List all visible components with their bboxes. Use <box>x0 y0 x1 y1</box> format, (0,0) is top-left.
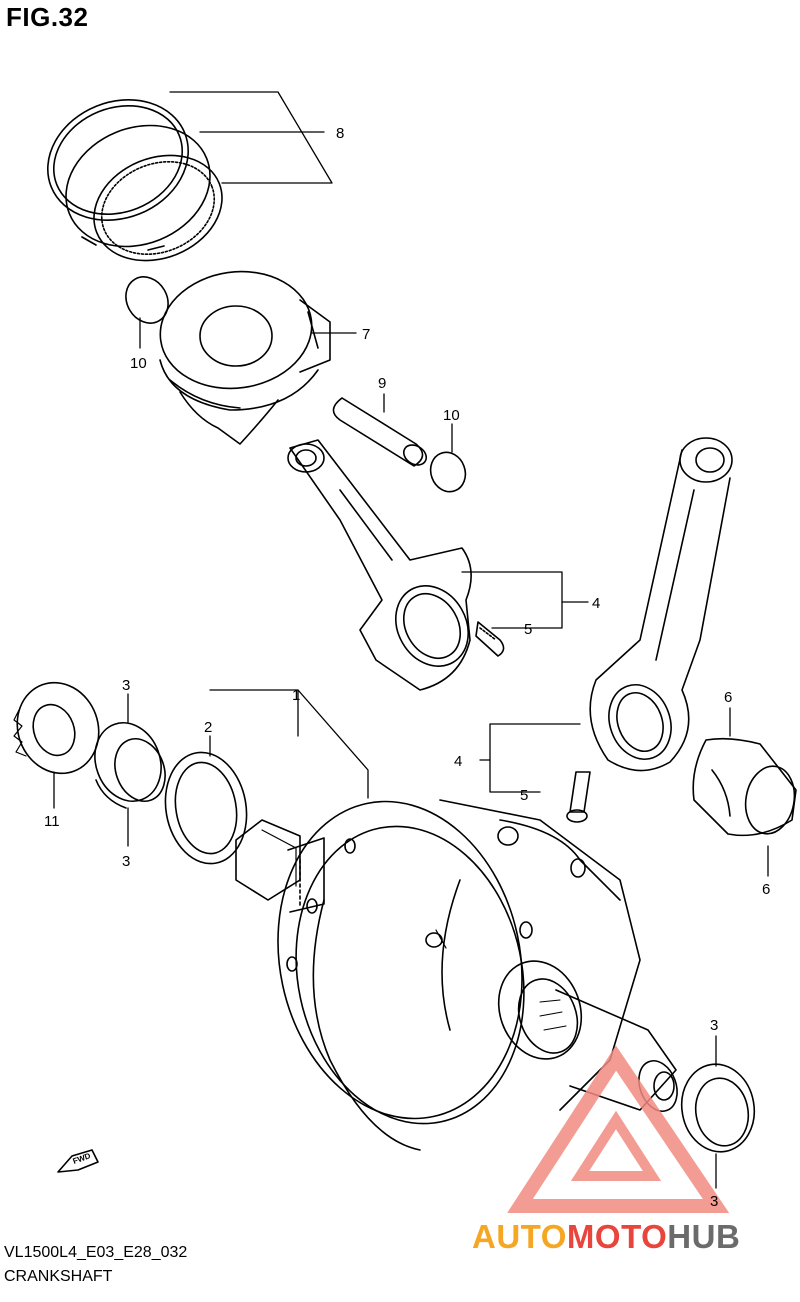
watermark-logo <box>507 1045 730 1213</box>
piston <box>159 270 331 445</box>
bearing-right <box>680 1063 756 1153</box>
watermark-moto: MOTO <box>566 1218 668 1255</box>
callout-3-right-bottom: 3 <box>710 1193 718 1210</box>
circlip-right <box>429 451 467 493</box>
callout-5-upper: 5 <box>524 621 532 638</box>
bearing-left <box>94 722 166 809</box>
bolt-lower <box>566 771 591 823</box>
bearing-shell <box>692 737 797 837</box>
callout-3-left-top: 3 <box>122 677 130 694</box>
connecting-rod-right <box>589 437 733 772</box>
callout-3-right-top: 3 <box>710 1017 718 1034</box>
callout-7: 7 <box>362 326 370 343</box>
callout-1: 1 <box>292 687 300 704</box>
callout-8: 8 <box>336 125 344 142</box>
fwd-arrow <box>57 1149 99 1173</box>
crankshaft <box>235 799 678 1151</box>
callout-5-lower: 5 <box>520 787 528 804</box>
callout-6-bottom: 6 <box>762 881 770 898</box>
callout-6-top: 6 <box>724 689 732 706</box>
callout-3-left-bottom: 3 <box>122 853 130 870</box>
callout-10-right: 10 <box>443 407 460 424</box>
watermark-hub: HUB <box>667 1218 741 1255</box>
callout-labels: 8 7 10 9 10 4 5 1 2 3 3 11 4 5 6 6 3 3 F… <box>44 125 770 1210</box>
fwd-label: FWD <box>72 1151 92 1166</box>
bolt-upper <box>475 621 505 657</box>
figure-code: VL1500L4_E03_E28_032 <box>4 1244 188 1261</box>
crank-gear <box>13 681 100 775</box>
callout-11: 11 <box>44 813 60 830</box>
watermark-text: AUTOMOTOHUB <box>472 1218 740 1256</box>
watermark-triangle <box>507 1045 730 1213</box>
callout-9: 9 <box>378 375 386 392</box>
figure-title: FIG.32 <box>6 2 89 32</box>
leader-lines <box>53 91 769 1189</box>
callout-4-lower: 4 <box>454 753 462 770</box>
circlip-left <box>125 276 169 324</box>
callout-4-upper: 4 <box>592 595 600 612</box>
figure-name: CRANKSHAFT <box>4 1268 113 1285</box>
callout-2: 2 <box>204 719 212 736</box>
watermark-auto: AUTO <box>472 1218 567 1255</box>
piston-rings <box>46 99 223 262</box>
piston-pin <box>332 397 428 467</box>
thrust-washer <box>164 751 248 865</box>
callout-10-left: 10 <box>130 355 147 372</box>
connecting-rod-upper <box>287 439 472 691</box>
